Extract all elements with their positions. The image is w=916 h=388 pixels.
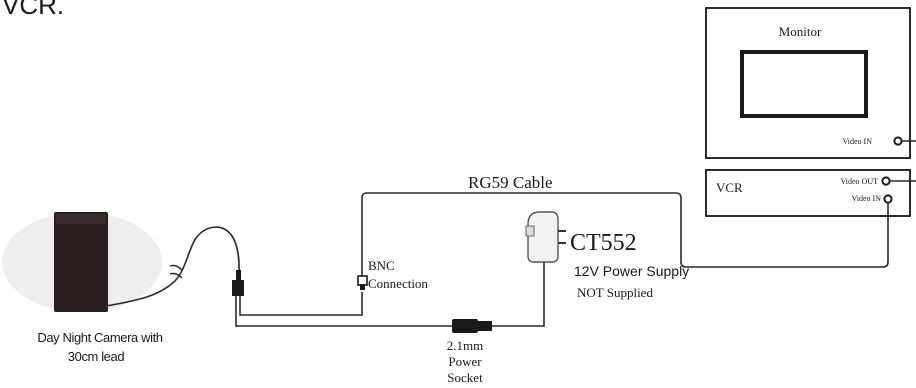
video-lead: [239, 292, 363, 316]
vcr-video-out-label: Video OUT: [840, 177, 878, 186]
power-adapter-icon: [525, 211, 566, 263]
lead-connector-icon: [232, 270, 244, 296]
monitor-video-in-jack-icon: [893, 136, 903, 146]
socket-label-line3: Socket: [447, 370, 483, 385]
power-supply-line1: 12V Power Supply: [574, 263, 689, 279]
rg59-cable-label: RG59 Cable: [468, 173, 553, 192]
vcr-label: VCR: [716, 180, 743, 195]
monitor: Monitor Video IN: [705, 7, 911, 159]
vcr: VCR Video OUT Video IN: [705, 169, 911, 217]
header-text: VCR.: [2, 0, 64, 20]
bnc-label-line2: Connection: [368, 276, 428, 291]
rg59-cable: [361, 192, 889, 278]
vcr-video-out-jack-icon: [881, 176, 891, 186]
power-supply-model: CT552: [570, 230, 637, 256]
camera-lead: [105, 226, 240, 307]
socket-label-line1: 2.1mm: [447, 338, 483, 353]
camera-icon: [2, 212, 162, 312]
vcr-video-in-label: Video IN: [851, 194, 881, 203]
power-supply-line2: NOT Supplied: [577, 285, 653, 300]
lead-break-mark: [169, 264, 183, 279]
power-supply-lead: [492, 262, 545, 327]
bnc-connector-icon: [357, 275, 368, 290]
power-socket-icon: [452, 319, 492, 333]
monitor-screen: [740, 50, 868, 118]
bnc-label-line1: BNC: [368, 258, 395, 273]
monitor-label: Monitor: [779, 24, 822, 39]
socket-label-line2: Power: [448, 354, 482, 369]
monitor-vcr-loop-cable: [890, 140, 916, 182]
camera-caption-line2: 30cm lead: [68, 349, 125, 364]
power-lead: [235, 296, 454, 327]
camera-caption-line1: Day Night Camera with: [37, 330, 162, 345]
vcr-video-in-jack-icon: [883, 194, 893, 204]
monitor-video-in-label: Video IN: [842, 137, 872, 146]
